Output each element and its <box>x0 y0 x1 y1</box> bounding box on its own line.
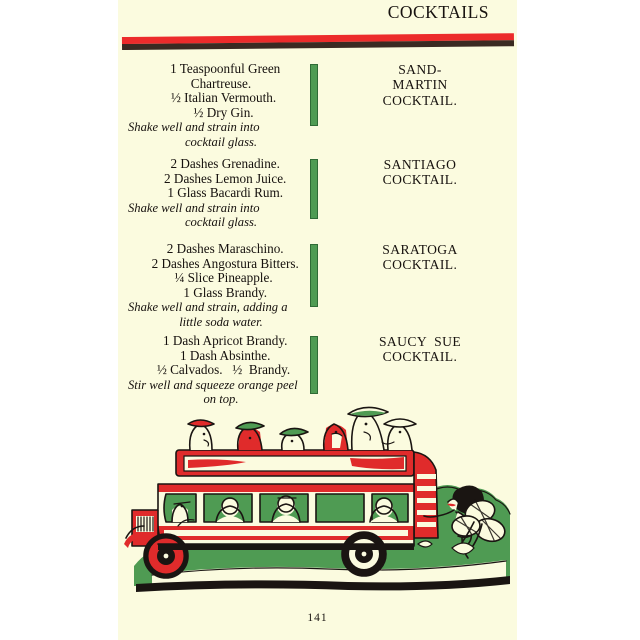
cocktail-name-line: SAND- <box>398 62 442 77</box>
cocktail-name-line: COCKTAIL. <box>382 92 458 108</box>
ingredient-name: Teaspoonful Green <box>179 61 281 76</box>
section-divider-bar <box>310 336 318 394</box>
section-divider-bar <box>310 159 318 219</box>
header-rule <box>121 33 515 53</box>
ingredient-name: Dry Gin. <box>206 104 254 120</box>
ingredient-name: Italian Vermouth. <box>184 90 277 106</box>
ingredient-quantity: ½ <box>170 90 181 106</box>
cocktail-name: SANTIAGO COCKTAIL. <box>340 157 500 188</box>
recipe-entry: 2 Dashes Maraschino. 2 Dashes Angostura … <box>118 241 517 334</box>
cocktail-name-line: SARATOGA <box>382 242 458 257</box>
ingredient-quantity: 1 <box>163 333 170 348</box>
ingredient-name: Slice Pineapple. <box>187 270 273 286</box>
ingredient-line: 1 Glass Bacardi Rum. <box>126 185 316 201</box>
recipe-ingredients: 2 Dashes Maraschino. 2 Dashes Angostura … <box>126 241 316 329</box>
recipe-ingredients: 1 Teaspoonful Green Chartreuse. ½ Italia… <box>126 61 316 149</box>
section-divider-bar <box>310 64 318 126</box>
recipe-list: 1 Teaspoonful Green Chartreuse. ½ Italia… <box>118 61 517 414</box>
ingredient-quantity: 1 <box>167 185 174 201</box>
cocktail-name-line: COCKTAIL. <box>382 349 458 365</box>
ingredient-line: ½ Italian Vermouth. <box>126 90 316 106</box>
ingredient-quantity: 2 <box>164 170 171 186</box>
recipe-method-line: Shake well and strain, adding a <box>128 300 288 315</box>
recipe-method-line: on top. <box>203 391 239 406</box>
ingredient-quantity: 1 <box>179 347 187 363</box>
recipe-ingredients: 2 Dashes Grenadine. 2 Dashes Lemon Juice… <box>126 156 316 229</box>
cocktail-name-line: COCKTAIL. <box>382 257 458 273</box>
ingredient-name: Calvados. ½ Brandy. <box>170 362 291 378</box>
ingredient-name: Dashes Lemon Juice. <box>173 170 287 186</box>
ingredient-name: Dashes Grenadine. <box>180 156 280 171</box>
bus-illustration: .ol { fill:none; stroke:#1a1512; stroke-… <box>118 398 517 603</box>
ingredient-quantity: 2 <box>166 241 174 256</box>
cocktail-name-line: MARTIN <box>392 77 448 93</box>
ingredient-name: Dashes Maraschino. <box>176 241 284 256</box>
ingredient-name: Glass Brandy. <box>193 284 268 300</box>
ingredient-quantity: 1 <box>183 284 190 300</box>
ingredient-name: Dashes Angostura Bitters. <box>161 255 299 271</box>
ingredient-quantity: 1 <box>170 61 177 76</box>
ingredient-name: Glass Bacardi Rum. <box>177 185 284 201</box>
cocktail-name-line: SAUCY SUE <box>378 334 462 349</box>
ingredient-line: 1 Glass Brandy. <box>126 284 316 301</box>
ingredient-line: 2 Dashes Angostura Bitters. <box>126 255 316 272</box>
recipe-entry: 2 Dashes Grenadine. 2 Dashes Lemon Juice… <box>118 156 517 242</box>
ingredient-quantity: 2 <box>151 255 159 271</box>
recipe-entry: 1 Teaspoonful Green Chartreuse. ½ Italia… <box>118 61 517 157</box>
ingredient-name: Dash Absinthe. <box>189 347 271 363</box>
ingredient-line: 1 Teaspoonful Green <box>126 61 316 77</box>
recipe-method-line: Stir well and squeeze orange peel <box>128 377 298 392</box>
recipe-method-line: cocktail glass. <box>184 214 258 229</box>
page-header: COCKTAILS <box>118 0 517 34</box>
section-divider-bar <box>310 244 318 307</box>
recipe-method-line: Shake well and strain into <box>128 200 260 215</box>
ingredient-quantity: ½ <box>156 362 167 378</box>
recipe-method-line: little soda water. <box>179 314 263 329</box>
ingredient-line: 2 Dashes Grenadine. <box>126 156 316 172</box>
ingredient-line: 2 Dashes Maraschino. <box>126 241 316 257</box>
ingredient-line: 1 Dash Apricot Brandy. <box>126 333 316 349</box>
ingredient-name: Dash Apricot Brandy. <box>172 333 288 348</box>
ingredient-line: ½ Calvados. ½ Brandy. <box>126 362 316 378</box>
ingredient-quantity: ¼ <box>174 270 185 286</box>
recipe-method-line: Shake well and strain into <box>128 120 260 135</box>
recipe-entry: 1 Dash Apricot Brandy. 1 Dash Absinthe. … <box>118 333 517 414</box>
cocktail-name: SAND- MARTIN COCKTAIL. <box>340 62 500 108</box>
book-page: COCKTAILS 1 Teaspoonful Green Chartreuse… <box>118 0 517 640</box>
ingredient-line: 1 Dash Absinthe. <box>126 347 316 364</box>
cocktail-name-line: COCKTAIL. <box>382 172 458 188</box>
ingredient-line: ¼ Slice Pineapple. <box>126 270 316 286</box>
ingredient-quantity: 2 <box>170 156 178 171</box>
cocktail-name: SARATOGA COCKTAIL. <box>340 242 500 273</box>
page-title: COCKTAILS <box>387 2 489 22</box>
ingredient-line: ½ Dry Gin. <box>126 104 316 121</box>
recipe-ingredients: 1 Dash Apricot Brandy. 1 Dash Absinthe. … <box>126 333 316 406</box>
page-number: 141 <box>307 612 328 624</box>
cocktail-name-line: SANTIAGO <box>383 157 457 172</box>
ingredient-line: 2 Dashes Lemon Juice. <box>126 170 316 187</box>
recipe-method-line: cocktail glass. <box>184 134 258 149</box>
ingredient-continuation: Chartreuse. <box>190 75 252 91</box>
cocktail-name: SAUCY SUE COCKTAIL. <box>340 334 500 365</box>
ingredient-quantity: ½ <box>193 104 204 120</box>
